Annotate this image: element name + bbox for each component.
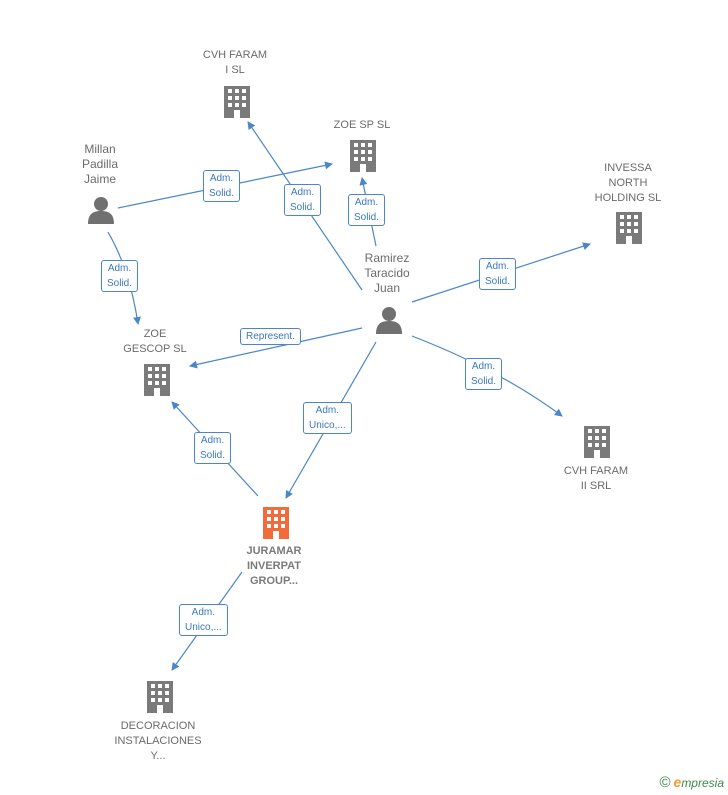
node-ramirez[interactable]: Ramirez Taracido Juan	[337, 251, 437, 296]
brand-initial: e	[673, 774, 682, 790]
edge-label[interactable]: Adm. Solid.	[284, 184, 322, 216]
edge-label[interactable]: Adm. Solid.	[479, 258, 517, 290]
node-label: INVESSA NORTH HOLDING SL	[594, 162, 662, 204]
brand-logo: ©empresia	[659, 774, 724, 791]
node-decoracion[interactable]: DECORACION INSTALACIONES Y...	[100, 719, 216, 764]
person-icon	[376, 307, 402, 334]
building-icon	[616, 212, 642, 244]
node-cvh-faram-i[interactable]: CVH FARAM I SL	[185, 48, 285, 78]
node-label: JURAMAR INVERPAT GROUP...	[246, 545, 302, 587]
node-label: CVH FARAM II SRL	[563, 465, 629, 492]
edge-label[interactable]: Adm. Solid.	[101, 260, 139, 292]
edge-label[interactable]: Adm. Solid.	[203, 170, 241, 202]
node-label: DECORACION INSTALACIONES Y...	[114, 720, 202, 762]
building-icon	[224, 86, 250, 118]
node-label: ZOE SP SL	[333, 119, 391, 131]
node-zoe-gescop[interactable]: ZOE GESCOP SL	[105, 327, 205, 357]
edge-label[interactable]: Adm. Solid.	[348, 194, 386, 226]
node-invessa[interactable]: INVESSA NORTH HOLDING SL	[578, 161, 678, 206]
edge-label[interactable]: Adm. Unico,...	[179, 604, 228, 636]
person-icon	[88, 197, 114, 224]
building-icon	[584, 426, 610, 458]
node-label: Millan Padilla Jaime	[81, 142, 119, 186]
node-juramar[interactable]: JURAMAR INVERPAT GROUP...	[224, 544, 324, 589]
node-label: ZOE GESCOP SL	[123, 328, 187, 355]
node-label: CVH FARAM I SL	[202, 49, 268, 76]
building-icon	[350, 140, 376, 172]
edge-ramirez-zoegescop	[189, 327, 363, 369]
building-icon	[144, 364, 170, 396]
edge-label[interactable]: Represent.	[240, 328, 301, 345]
copyright-icon: ©	[659, 774, 671, 791]
edge-label[interactable]: Adm. Solid.	[194, 432, 232, 464]
edge-label[interactable]: Adm. Unico,...	[303, 402, 352, 434]
node-zoe-sp[interactable]: ZOE SP SL	[312, 118, 412, 133]
building-icon	[147, 681, 173, 713]
node-label: Ramirez Taracido Juan	[364, 251, 410, 295]
brand-name: mpresia	[681, 776, 724, 790]
node-cvh-faram-ii[interactable]: CVH FARAM II SRL	[546, 464, 646, 494]
edge-label[interactable]: Adm. Solid.	[465, 358, 503, 390]
node-millan[interactable]: Millan Padilla Jaime	[50, 142, 150, 187]
building-icon	[263, 507, 289, 539]
